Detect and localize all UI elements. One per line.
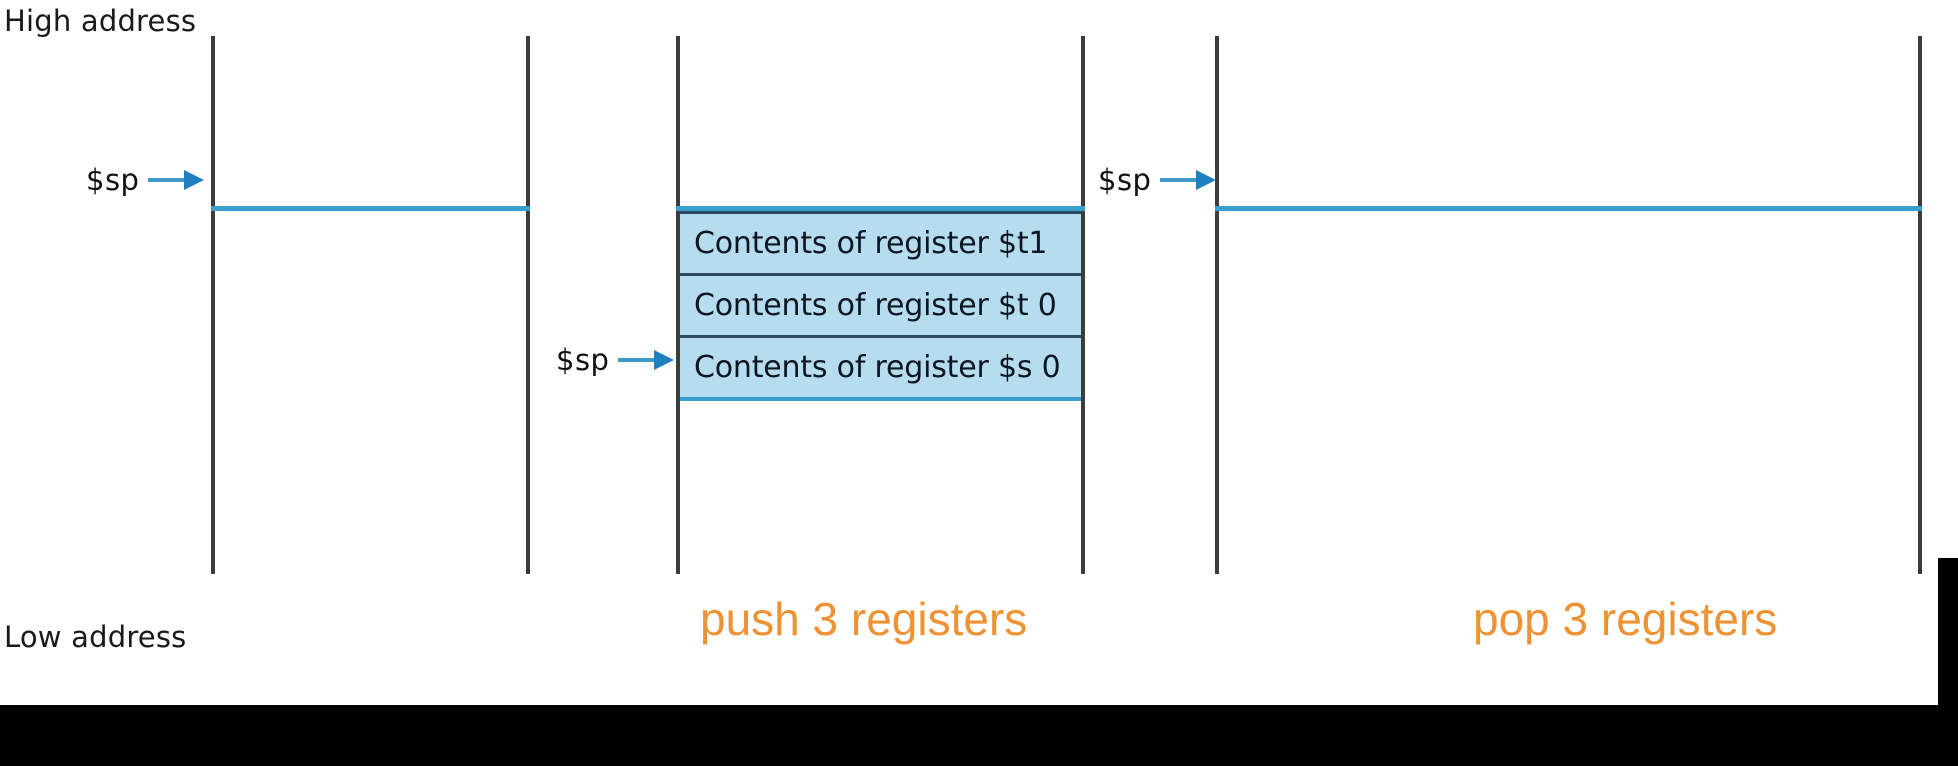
stack-pop-sp-label: $sp [1098,163,1152,197]
stack-cell-s0: Contents of register $s 0 [680,335,1081,397]
stack-cell-t1-label: Contents of register $t1 [694,226,1048,261]
stack-pop-sp-line [1215,206,1922,211]
low-address-label: Low address [4,620,187,654]
stack-push-right-wall [1081,36,1085,574]
stack-before-sp-pointer: $sp [86,163,205,197]
right-black-band [1938,558,1958,766]
high-address-label: High address [4,4,197,38]
stack-push-sp-label: $sp [556,343,610,377]
stack-push-sp-pointer: $sp [556,343,675,377]
pop-annotation: pop 3 registers [1473,593,1778,645]
push-annotation: push 3 registers [700,593,1028,645]
stack-cell-t0-label: Contents of register $t 0 [694,288,1057,323]
stack-cell-s0-label: Contents of register $s 0 [694,350,1061,385]
stack-before-sp-label: $sp [86,163,140,197]
stack-before-right-wall [526,36,530,574]
stack-cell-t1: Contents of register $t1 [680,211,1081,273]
stack-pop-left-wall [1215,36,1219,574]
arrow-right-icon [618,350,675,370]
stack-pop-sp-pointer: $sp [1098,163,1217,197]
stack-push-sp-line [676,206,1085,211]
stack-push-left-wall [676,36,680,574]
stack-pop-right-wall [1918,36,1922,574]
arrow-right-icon [1160,170,1217,190]
stack-before-left-wall [211,36,215,574]
stack-cell-t0: Contents of register $t 0 [680,273,1081,335]
arrow-right-icon [148,170,205,190]
stack-before-sp-line [211,206,530,211]
stack-push-cells-bottom-rule [680,397,1081,401]
bottom-black-band [0,705,1958,766]
